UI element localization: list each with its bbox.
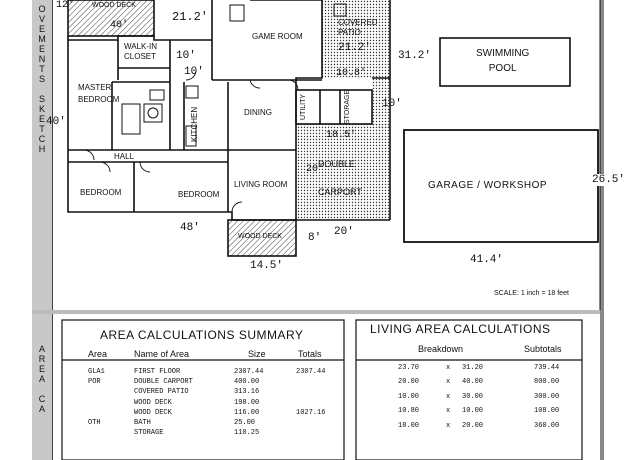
living-cell-sub: 300.00 xyxy=(534,392,560,401)
living-cell-sub: 800.00 xyxy=(534,378,560,387)
summary-col-name: Name of Area xyxy=(134,349,190,359)
pool-outline xyxy=(439,37,571,87)
summary-frames xyxy=(61,319,583,460)
living-cell-x: x xyxy=(446,364,451,372)
room-bedroom-right: BEDROOM xyxy=(178,190,220,199)
room-storage: STORAGE xyxy=(344,89,351,124)
summary-cell-size: 198.00 xyxy=(234,398,260,407)
dim-8: 8' xyxy=(308,232,322,244)
room-utility: UTILITY xyxy=(300,93,307,120)
living-cell-a: 20.00 xyxy=(398,378,420,387)
dim-40-left: 40' xyxy=(46,116,66,128)
living-cell-b: 30.00 xyxy=(462,392,484,401)
room-double-carport: DOUBLE CARPORT xyxy=(318,159,362,197)
living-col-subtotals: Subtotals xyxy=(524,344,562,354)
summary-cell-size: 2307.44 xyxy=(234,368,264,376)
room-wood-deck-top: WOOD DECK xyxy=(92,2,136,9)
sidebar-area-label: A R E A C A xyxy=(38,344,46,414)
dim-26-5: 26.5' xyxy=(592,174,626,186)
room-game-room: GAME ROOM xyxy=(252,32,303,41)
summary-cell-size: 25.00 xyxy=(234,419,256,427)
living-cell-b: 10.00 xyxy=(462,407,484,416)
dim-48: 48' xyxy=(180,222,200,234)
room-kitchen: KITCHEN xyxy=(190,106,199,142)
room-hall: HALL xyxy=(114,152,135,161)
room-bedroom-left: BEDROOM xyxy=(80,188,122,197)
carport-dots xyxy=(296,124,390,220)
room-master-bedroom: MASTER BEDROOM xyxy=(78,83,120,104)
section-divider xyxy=(32,310,604,314)
summary-cell-size: 116.00 xyxy=(234,408,260,417)
summary-col-size: Size xyxy=(248,349,266,359)
living-cell-x: x xyxy=(446,407,451,416)
dim-18-5: 18.5' xyxy=(326,130,357,141)
living-cell-b: 31.20 xyxy=(462,364,484,372)
summary-cell-name: COVERED PATIO xyxy=(134,388,189,397)
dim-21-2-left: 21.2' xyxy=(172,10,209,24)
living-cell-x: x xyxy=(446,421,451,430)
wood-deck-bottom-hatch xyxy=(228,220,296,256)
room-dining: DINING xyxy=(244,108,272,117)
summary-cell-name: DOUBLE CARPORT xyxy=(134,378,193,387)
summary-cell-size: 400.00 xyxy=(234,378,260,387)
living-cell-a: 18.00 xyxy=(398,421,420,430)
dim-10-a: 10' xyxy=(176,50,196,62)
living-col-breakdown: Breakdown xyxy=(418,344,464,354)
dim-10-8: 10.8' xyxy=(336,68,367,79)
summary-cell-name: WOOD DECK xyxy=(134,408,172,417)
living-cell-b: 20.00 xyxy=(462,421,484,430)
living-cell-x: x xyxy=(446,378,451,387)
floor-plan xyxy=(67,0,601,310)
covered-patio-dots xyxy=(322,0,390,78)
summary-title: AREA CALCULATIONS SUMMARY xyxy=(100,328,304,342)
dim-10-c: 10' xyxy=(382,98,402,110)
dim-40-top: 40' xyxy=(110,20,129,31)
sidebar-sketch: O V E M E N T S S K E T C H xyxy=(32,0,53,310)
garage-outline xyxy=(403,129,599,243)
summary-cell-total: 2307.44 xyxy=(296,368,326,376)
summary-cell-name: STORAGE xyxy=(134,429,164,438)
dim-31-2: 31.2' xyxy=(398,50,432,62)
dim-14-5: 14.5' xyxy=(250,260,284,272)
room-garage-workshop: GARAGE / WORKSHOP xyxy=(428,180,548,191)
dim-20-b: 20' xyxy=(334,226,354,238)
living-cell-sub: 108.00 xyxy=(534,407,560,416)
summary-cell-name: WOOD DECK xyxy=(134,398,172,407)
dim-21-2-right: 21.2' xyxy=(338,42,372,54)
dim-10-b: 10' xyxy=(184,66,204,78)
sidebar-sketch-label: O V E M E N T S S K E T C H xyxy=(38,4,46,154)
living-cell-b: 40.00 xyxy=(462,378,484,387)
living-cell-x: x xyxy=(446,392,451,401)
summary-col-area: Area xyxy=(88,349,108,359)
living-cell-sub: 360.00 xyxy=(534,421,560,430)
summary-cell-code: GLA1 xyxy=(88,368,105,376)
summary-cell-code: POR xyxy=(88,378,101,387)
summary-cell-name: FIRST FLOOR xyxy=(134,368,181,376)
right-frame-edge xyxy=(600,0,604,460)
dim-41-4: 41.4' xyxy=(470,254,504,266)
summary-col-totals: Totals xyxy=(298,349,322,359)
room-wood-deck-bottom: WOOD DECK xyxy=(238,233,282,240)
dim-12: 12' xyxy=(56,0,75,11)
room-living-room: LIVING ROOM xyxy=(234,180,288,189)
room-swimming-pool: SWIMMING POOL xyxy=(476,48,530,74)
summary-cell-code: OTH xyxy=(88,419,101,427)
summary-cell-size: 313.16 xyxy=(234,388,260,397)
dim-20-a: 20' xyxy=(306,164,325,175)
room-covered-patio: COVERED PATIO xyxy=(338,18,378,37)
summary-cell-total: 1027.16 xyxy=(296,408,326,417)
summary-cell-size: 110.25 xyxy=(234,429,260,438)
wood-deck-top-hatch xyxy=(68,0,154,36)
room-walk-in-closet: WALK-IN CLOSET xyxy=(124,42,158,61)
living-title: LIVING AREA CALCULATIONS xyxy=(370,322,551,336)
living-cell-a: 10.00 xyxy=(398,392,420,401)
scale-note: SCALE: 1 inch = 18 feet xyxy=(494,290,569,297)
living-cell-a: 10.80 xyxy=(398,407,420,416)
living-cell-sub: 739.44 xyxy=(534,364,560,372)
summary-cell-name: BATH xyxy=(134,419,151,427)
sidebar-area: A R E A C A xyxy=(32,314,53,460)
living-cell-a: 23.70 xyxy=(398,364,420,372)
